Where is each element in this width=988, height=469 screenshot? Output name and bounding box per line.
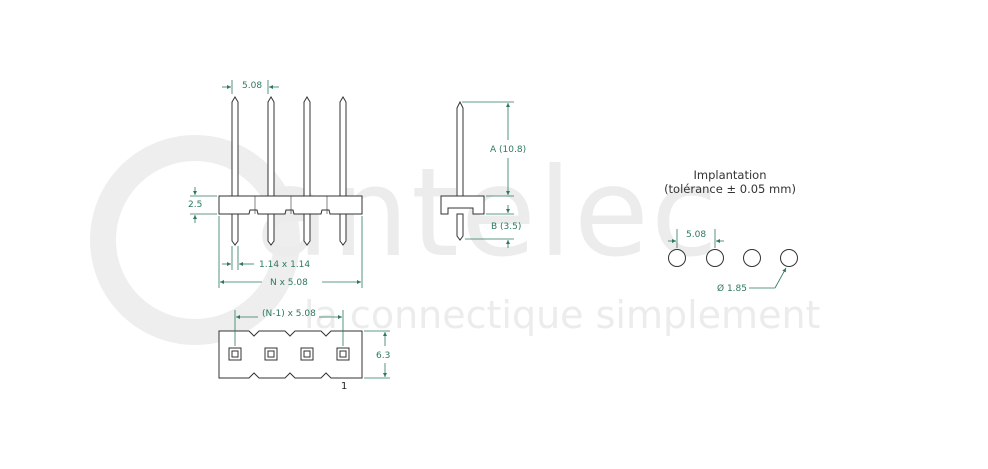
top-view: (N-1) x 5.08 6.3 1 — [218, 309, 390, 392]
side-a-dimension: A (10.8) — [462, 101, 526, 197]
front-pin — [303, 213, 311, 246]
front-pin-section-dimension: 1.14 x 1.14 — [222, 246, 310, 270]
side-pin — [456, 100, 464, 199]
top-pin-squares — [228, 347, 350, 361]
front-height-label: 2.5 — [188, 200, 202, 210]
top-pin-square — [231, 350, 239, 358]
top-depth-dimension: 6.3 — [364, 330, 390, 379]
watermark-brand: antelec — [255, 142, 720, 284]
watermark: antelec la connectique simplement — [90, 135, 820, 345]
front-pin — [339, 213, 347, 246]
implantation-holes — [668, 249, 798, 267]
watermark-tagline: la connectique simplement — [304, 293, 820, 337]
implantation-tolerance: (tolérance ± 0.05 mm) — [664, 182, 796, 196]
pin-one-label: 1 — [341, 381, 347, 392]
front-pin — [267, 213, 275, 246]
side-a-label: A (10.8) — [490, 145, 526, 155]
top-pitch-label: (N-1) x 5.08 — [262, 309, 316, 319]
side-housing — [440, 195, 485, 215]
top-housing — [218, 330, 363, 379]
implantation-hole-label: Ø 1.85 — [717, 283, 747, 294]
top-pin-square — [303, 350, 311, 358]
front-pin — [231, 213, 239, 246]
front-pin — [339, 96, 347, 197]
front-pin-section-label: 1.14 x 1.14 — [259, 260, 310, 270]
front-pin — [231, 96, 239, 197]
implantation-hole-dimension: Ø 1.85 — [717, 267, 787, 294]
front-pitch-label: 5.08 — [242, 81, 262, 91]
side-pin-lower — [456, 213, 464, 241]
front-length-label: N x 5.08 — [270, 278, 308, 288]
front-pin — [303, 96, 311, 197]
implantation-hole — [706, 249, 724, 267]
side-b-label: B (3.5) — [491, 222, 521, 232]
top-pin-square — [339, 350, 347, 358]
front-length-dimension: N x 5.08 — [218, 216, 363, 288]
implantation-pitch-dimension: 5.08 — [668, 229, 724, 248]
front-pitch-dimension: 5.08 — [222, 80, 279, 94]
top-pin-square — [267, 350, 275, 358]
implantation-hole — [743, 249, 761, 267]
implantation-title: Implantation — [693, 168, 766, 182]
top-depth-label: 6.3 — [376, 351, 390, 361]
front-view: 5.08 2.5 1.14 x 1.14 N x 5.08 — [188, 80, 363, 288]
side-view: A (10.8) B (3.5) — [440, 100, 526, 248]
front-pin — [267, 96, 275, 197]
implantation-hole — [668, 249, 686, 267]
side-b-dimension: B (3.5) — [465, 205, 521, 248]
top-pitch-dimension: (N-1) x 5.08 — [234, 309, 344, 346]
implantation: Implantation (tolérance ± 0.05 mm) 5.08 … — [664, 168, 798, 294]
implantation-hole — [780, 249, 798, 267]
front-height-dimension: 2.5 — [188, 187, 217, 223]
implantation-pitch-label: 5.08 — [686, 230, 706, 240]
watermark-logo-circle — [90, 135, 300, 345]
